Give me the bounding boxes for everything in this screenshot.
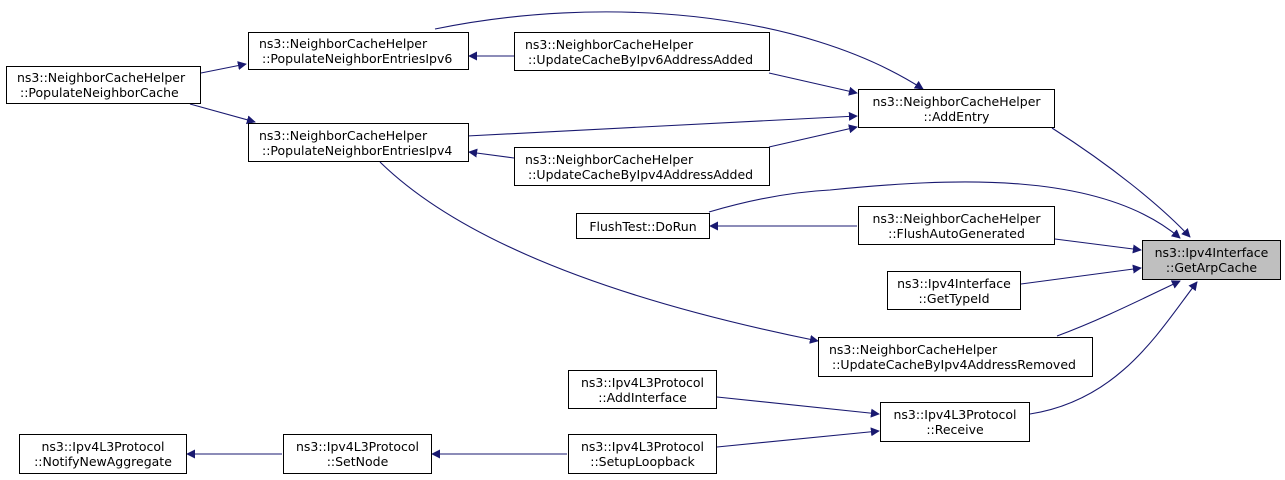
- edge-update-ipv4-to-addentry: [768, 124, 858, 148]
- node-label-line1: ns3::Ipv4L3Protocol: [580, 439, 705, 454]
- node-label-line2: ::UpdateCacheByIpv4AddressRemoved: [832, 357, 1076, 372]
- edge-update-ipv4-to-populate-ipv4: [468, 148, 515, 159]
- edge-removed-to-getarpcache: [1056, 280, 1181, 337]
- node-label-line1: ns3::NeighborCacheHelper: [525, 151, 694, 167]
- node-label-line1: ns3::Ipv4L3Protocol: [295, 439, 420, 454]
- node-update-cache-ipv4-removed[interactable]: ns3::NeighborCacheHelper ::UpdateCacheBy…: [818, 337, 1093, 377]
- node-label-line1: ns3::Ipv4L3Protocol: [893, 407, 1017, 422]
- node-update-cache-ipv6-added[interactable]: ns3::NeighborCacheHelper ::UpdateCacheBy…: [514, 32, 770, 71]
- edge-populate-ipv4-to-addentry: [466, 111, 858, 137]
- node-label-line2: ::UpdateCacheByIpv4AddressAdded: [528, 166, 754, 182]
- edge-receive-to-getarpcache: [1029, 281, 1198, 415]
- node-label-line2: ::PopulateNeighborCache: [20, 85, 179, 100]
- node-label-line2: ::FlushAutoGenerated: [888, 225, 1025, 241]
- node-label-line2: ::PopulateNeighborEntriesIpv4: [262, 142, 453, 158]
- node-add-entry[interactable]: ns3::NeighborCacheHelper ::AddEntry: [858, 89, 1055, 128]
- node-get-arp-cache: ns3::Ipv4Interface ::GetArpCache: [1142, 240, 1281, 280]
- node-label-line1: ns3::NeighborCacheHelper: [17, 70, 186, 85]
- node-flush-test-dorun[interactable]: FlushTest::DoRun: [576, 213, 710, 239]
- node-label-line2: ::SetupLoopback: [590, 454, 695, 469]
- node-label-line2: ::AddEntry: [923, 108, 990, 124]
- node-label-line2: ::PopulateNeighborEntriesIpv6: [262, 51, 453, 66]
- node-flush-auto-generated[interactable]: ns3::NeighborCacheHelper ::FlushAutoGene…: [858, 206, 1055, 245]
- node-notify-new-aggregate[interactable]: ns3::Ipv4L3Protocol ::NotifyNewAggregate: [19, 434, 187, 474]
- node-label-line1: ns3::Ipv4Interface: [897, 275, 1011, 291]
- node-setup-loopback[interactable]: ns3::Ipv4L3Protocol ::SetupLoopback: [568, 434, 717, 474]
- edge-addentry-to-getarpcache: [1051, 127, 1191, 238]
- node-label-line2: ::SetNode: [326, 454, 389, 469]
- node-label-line2: ::GetArpCache: [1165, 260, 1258, 275]
- edge-setuploopback-to-receive: [716, 427, 880, 448]
- node-label-line1: ns3::NeighborCacheHelper: [829, 342, 998, 357]
- node-label-line1: ns3::Ipv4Interface: [1154, 245, 1269, 260]
- edge-addinterface-to-receive: [716, 396, 880, 418]
- node-label-line1: ns3::NeighborCacheHelper: [259, 36, 428, 51]
- edge-populate-cache-to-ipv6: [200, 61, 247, 74]
- node-label-line2: ::UpdateCacheByIpv6AddressAdded: [528, 51, 754, 67]
- node-receive[interactable]: ns3::Ipv4L3Protocol ::Receive: [880, 402, 1030, 442]
- node-set-node[interactable]: ns3::Ipv4L3Protocol ::SetNode: [283, 434, 432, 474]
- node-populate-neighbor-entries-ipv6[interactable]: ns3::NeighborCacheHelper ::PopulateNeigh…: [248, 32, 469, 70]
- node-add-interface[interactable]: ns3::Ipv4L3Protocol ::AddInterface: [568, 370, 717, 409]
- edge-flushtest-to-getarpcache: [708, 181, 1181, 239]
- edge-populate-cache-to-ipv4: [189, 103, 256, 125]
- node-populate-neighbor-cache[interactable]: ns3::NeighborCacheHelper ::PopulateNeigh…: [6, 66, 201, 104]
- node-label-line2: ::AddInterface: [598, 389, 687, 405]
- node-label-line2: ::Receive: [926, 422, 984, 437]
- node-label-line1: ns3::NeighborCacheHelper: [872, 210, 1041, 226]
- node-label-line2: ::GetTypeId: [918, 290, 990, 306]
- node-label-line1: ns3::NeighborCacheHelper: [259, 127, 428, 143]
- node-label-line1: FlushTest::DoRun: [589, 218, 697, 234]
- node-label-line1: ns3::Ipv4L3Protocol: [580, 374, 705, 390]
- edge-populate-ipv6-to-addentry: [434, 11, 924, 90]
- node-label-line1: ns3::NeighborCacheHelper: [872, 93, 1041, 109]
- edge-populate-ipv4-to-removed: [379, 161, 819, 344]
- node-populate-neighbor-entries-ipv4[interactable]: ns3::NeighborCacheHelper ::PopulateNeigh…: [248, 123, 469, 162]
- node-label-line2: ::NotifyNewAggregate: [34, 454, 172, 469]
- edge-flushauto-to-getarpcache: [1054, 238, 1142, 254]
- edge-gettypeid-to-getarpcache: [1020, 264, 1142, 285]
- node-update-cache-ipv4-added[interactable]: ns3::NeighborCacheHelper ::UpdateCacheBy…: [514, 147, 770, 186]
- node-label-line1: ns3::Ipv4L3Protocol: [41, 439, 165, 454]
- edge-update-ipv6-to-addentry: [768, 72, 858, 96]
- node-get-type-id[interactable]: ns3::Ipv4Interface ::GetTypeId: [887, 271, 1021, 310]
- node-label-line1: ns3::NeighborCacheHelper: [525, 36, 694, 52]
